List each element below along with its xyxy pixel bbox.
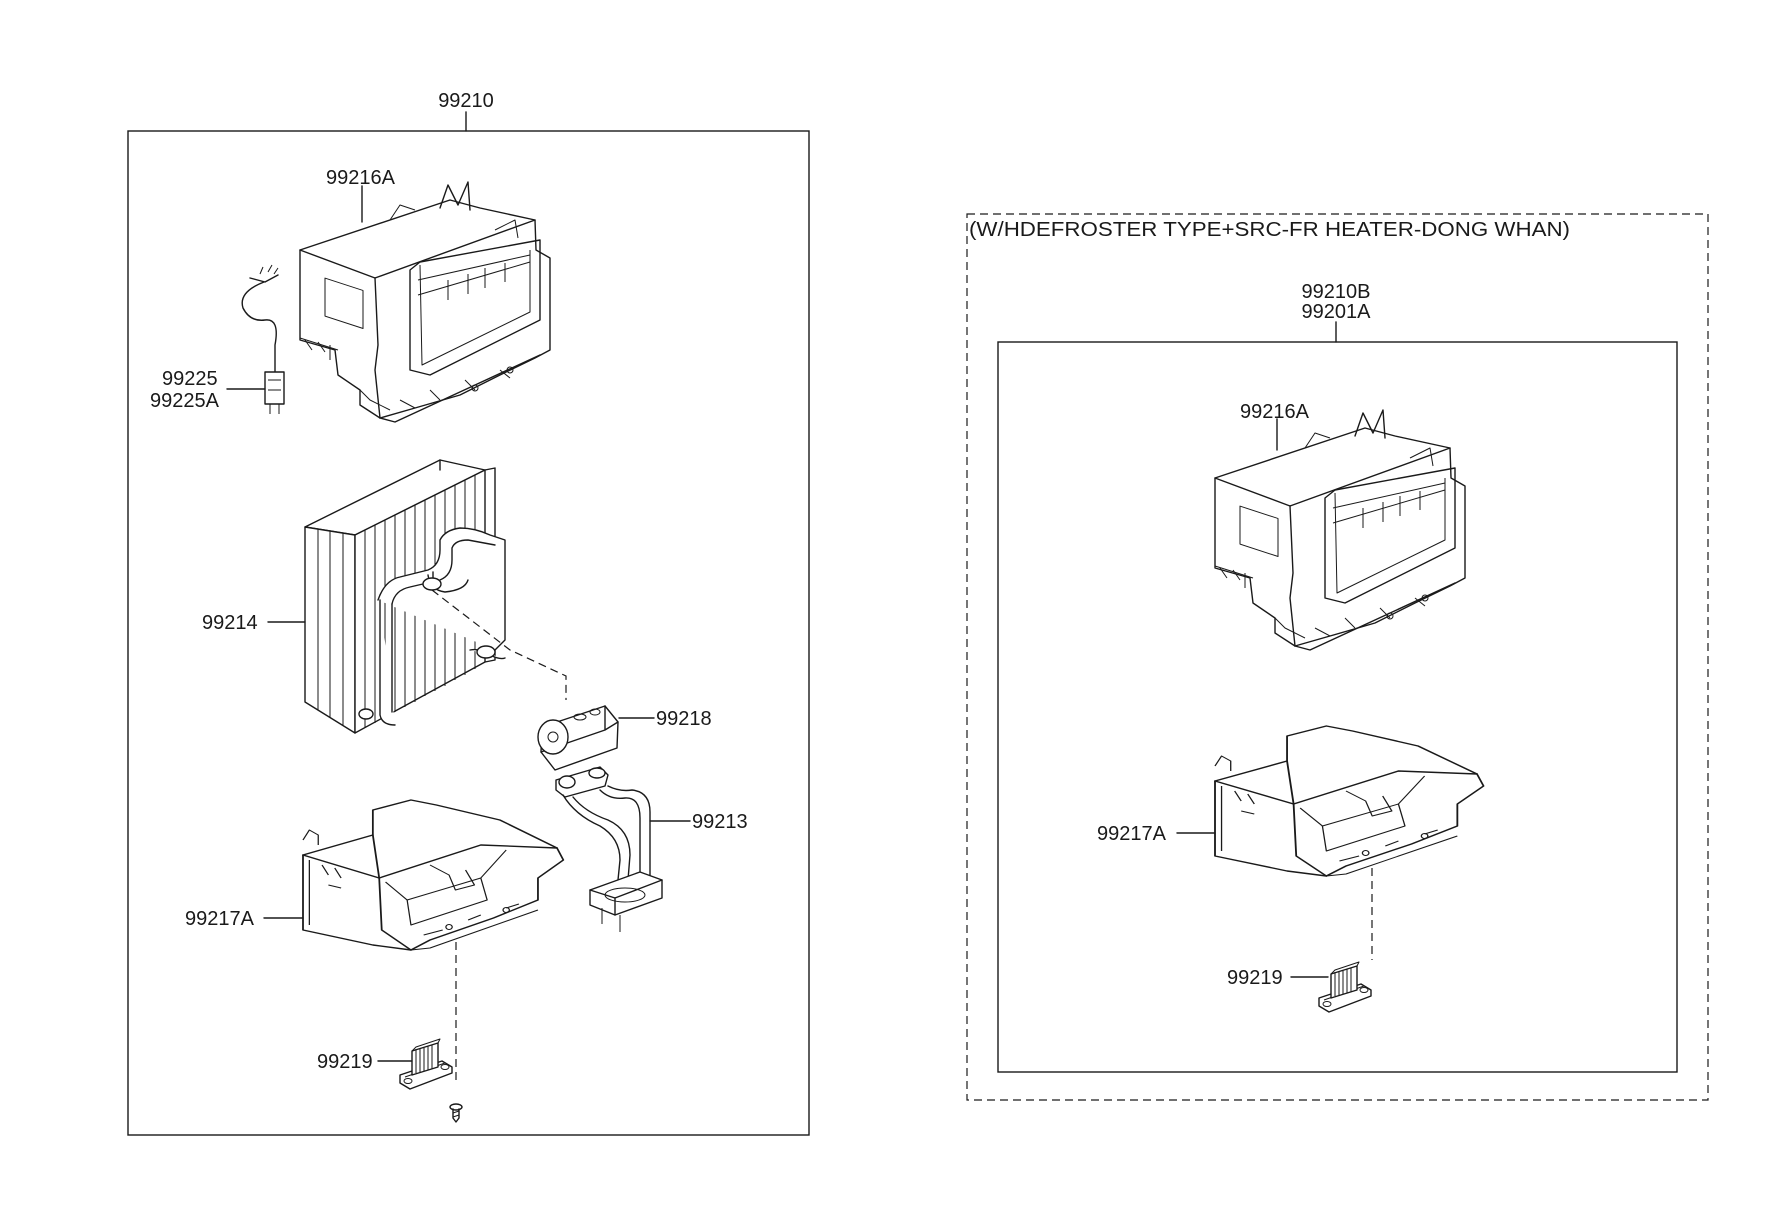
pipe-drawing xyxy=(555,766,663,932)
optional-assembly-note: (W/HDEFROSTER TYPE+SRC-FR HEATER-DONG WH… xyxy=(969,219,1570,241)
lower-case-drawing xyxy=(302,799,565,951)
optional-lower-case-drawing xyxy=(1214,725,1485,877)
screw-drawing xyxy=(449,1103,463,1123)
resistor-drawing xyxy=(399,1038,453,1090)
optional-label-upper-case: 99216A xyxy=(1240,401,1310,423)
optional-assembly-dashed-frame xyxy=(966,213,1709,1101)
optional-label-resistor: 99219 xyxy=(1227,967,1283,989)
label-lower-case: 99217A xyxy=(185,908,255,930)
main-assembly-number: 99210 xyxy=(438,90,494,112)
label-expansion-valve: 99218 xyxy=(656,708,712,730)
label-pipe: 99213 xyxy=(692,811,748,833)
main-assembly-frame xyxy=(127,130,810,1136)
label-sensor-1: 99225 xyxy=(162,368,218,390)
optional-assembly-frame xyxy=(997,341,1678,1073)
expansion-valve-drawing xyxy=(537,705,619,771)
optional-upper-case-drawing xyxy=(1214,409,1466,651)
optional-assembly: (W/HDEFROSTER TYPE+SRC-FR HEATER-DONG WH… xyxy=(966,213,1709,1101)
sensor-drawing xyxy=(241,264,285,414)
main-assembly: 99210 99216A 99225 99225A xyxy=(127,90,810,1136)
label-evaporator: 99214 xyxy=(202,612,258,634)
optional-label-lower-case: 99217A xyxy=(1097,823,1167,845)
label-resistor: 99219 xyxy=(317,1051,373,1073)
optional-assembly-number-2: 99201A xyxy=(1302,301,1372,323)
optional-assembly-number-1: 99210B xyxy=(1302,281,1371,303)
label-upper-case: 99216A xyxy=(326,167,396,189)
optional-resistor-drawing xyxy=(1318,961,1372,1013)
evaporator-drawing xyxy=(304,459,506,734)
upper-case-drawing xyxy=(299,181,551,423)
label-sensor-2: 99225A xyxy=(150,390,220,412)
